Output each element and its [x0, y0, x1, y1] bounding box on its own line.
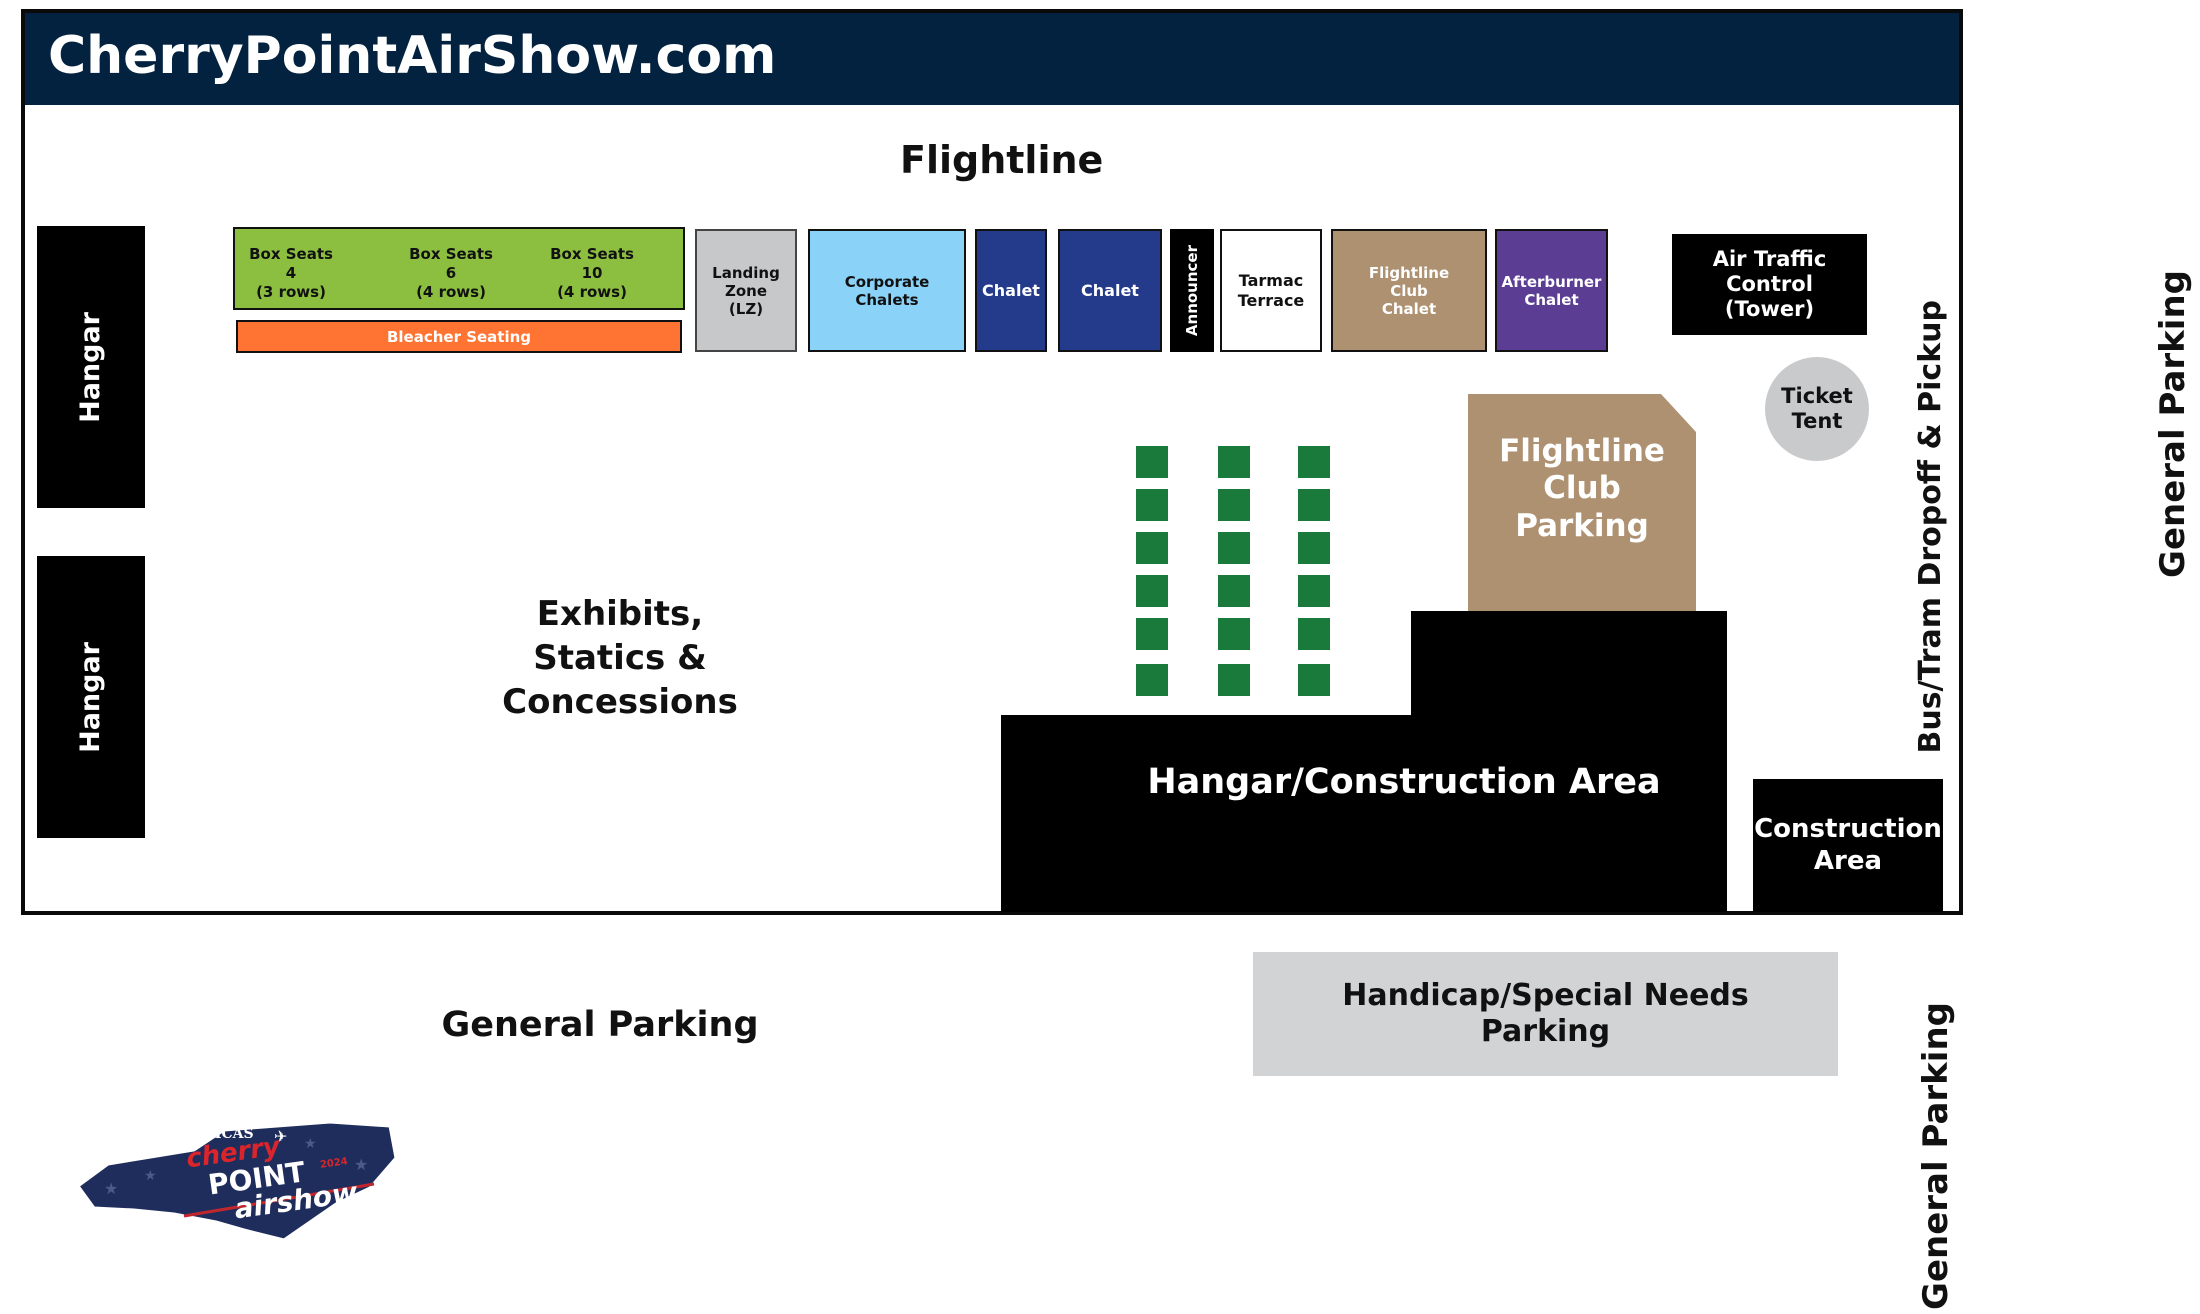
svg-text:★: ★ [304, 1136, 317, 1152]
general-parking-right-label: General Parking [1916, 1002, 1956, 1310]
site-header [25, 13, 1959, 105]
green-seat [1218, 618, 1250, 650]
construction-area: Construction Area [1753, 779, 1943, 912]
announcer-stand: Announcer [1170, 229, 1214, 352]
chalet-1: Chalet [975, 229, 1047, 352]
north-carolina-map-icon: ★ ★ ★ ★ ✈ [75, 1120, 398, 1242]
green-seat [1136, 489, 1168, 521]
ticket-tent: Ticket Tent [1765, 357, 1869, 461]
green-seat [1298, 664, 1330, 696]
flightline-club-parking: Flightline Club Parking [1468, 394, 1696, 614]
flightline-label: Flightline [900, 138, 1104, 182]
chalet-2: Chalet [1058, 229, 1162, 352]
bus-tram-dropoff-label: Bus/Tram Dropoff & Pickup [1913, 300, 1948, 754]
flightline-club-chalet: Flightline Club Chalet [1331, 229, 1487, 352]
svg-text:✈: ✈ [274, 1127, 287, 1146]
green-seat [1298, 489, 1330, 521]
afterburner-chalet: Afterburner Chalet [1495, 229, 1608, 352]
svg-text:★: ★ [104, 1179, 118, 1198]
green-seat [1298, 618, 1330, 650]
general-parking-far-right-label: General Parking [2153, 270, 2193, 578]
green-seat [1136, 446, 1168, 478]
exhibits-statics-concessions-label: Exhibits, Statics & Concessions [502, 594, 738, 723]
general-parking-bottom-label: General Parking [441, 1005, 759, 1045]
handicap-special-needs-parking: Handicap/Special Needs Parking [1253, 952, 1838, 1076]
landing-zone: Landing Zone (LZ) [695, 229, 797, 352]
hangar-top: Hangar [37, 226, 145, 508]
bleacher-seating: Bleacher Seating [236, 320, 682, 353]
air-traffic-control-tower: Air Traffic Control (Tower) [1672, 234, 1867, 335]
box-seats-6: Box Seats 6 (4 rows) [409, 245, 493, 301]
hangar-bottom-label: Hangar [74, 641, 106, 753]
green-seat [1298, 575, 1330, 607]
green-seat [1136, 575, 1168, 607]
svg-text:★: ★ [354, 1155, 368, 1174]
green-seating-grid [1136, 446, 1336, 706]
hangar-bottom: Hangar [37, 556, 145, 838]
box-seats-4: Box Seats 4 (3 rows) [249, 245, 333, 301]
box-seats-10: Box Seats 10 (4 rows) [550, 245, 634, 301]
corporate-chalets: Corporate Chalets [808, 229, 966, 352]
tarmac-terrace: Tarmac Terrace [1220, 229, 1322, 352]
green-seat [1298, 532, 1330, 564]
green-seat [1218, 532, 1250, 564]
green-seat [1218, 664, 1250, 696]
green-seat [1136, 664, 1168, 696]
svg-text:★: ★ [144, 1168, 157, 1184]
green-seat [1218, 489, 1250, 521]
hangar-construction-area-label: Hangar/Construction Area [1147, 762, 1661, 802]
green-seat [1298, 446, 1330, 478]
logo-mcas-text: MCAS [206, 1126, 254, 1142]
green-seat [1136, 618, 1168, 650]
green-seat [1218, 446, 1250, 478]
mcas-cherry-point-airshow-logo: ★ ★ ★ ★ ✈ MCAS cherry POINT airshow 2024 [74, 1118, 404, 1246]
announcer-label: Announcer [1183, 244, 1201, 337]
hangar-top-label: Hangar [74, 311, 106, 423]
green-seat [1218, 575, 1250, 607]
box-seats-area: Box Seats 4 (3 rows) Box Seats 6 (4 rows… [233, 227, 685, 310]
green-seat [1136, 532, 1168, 564]
site-title: CherryPointAirShow.com [48, 26, 777, 86]
